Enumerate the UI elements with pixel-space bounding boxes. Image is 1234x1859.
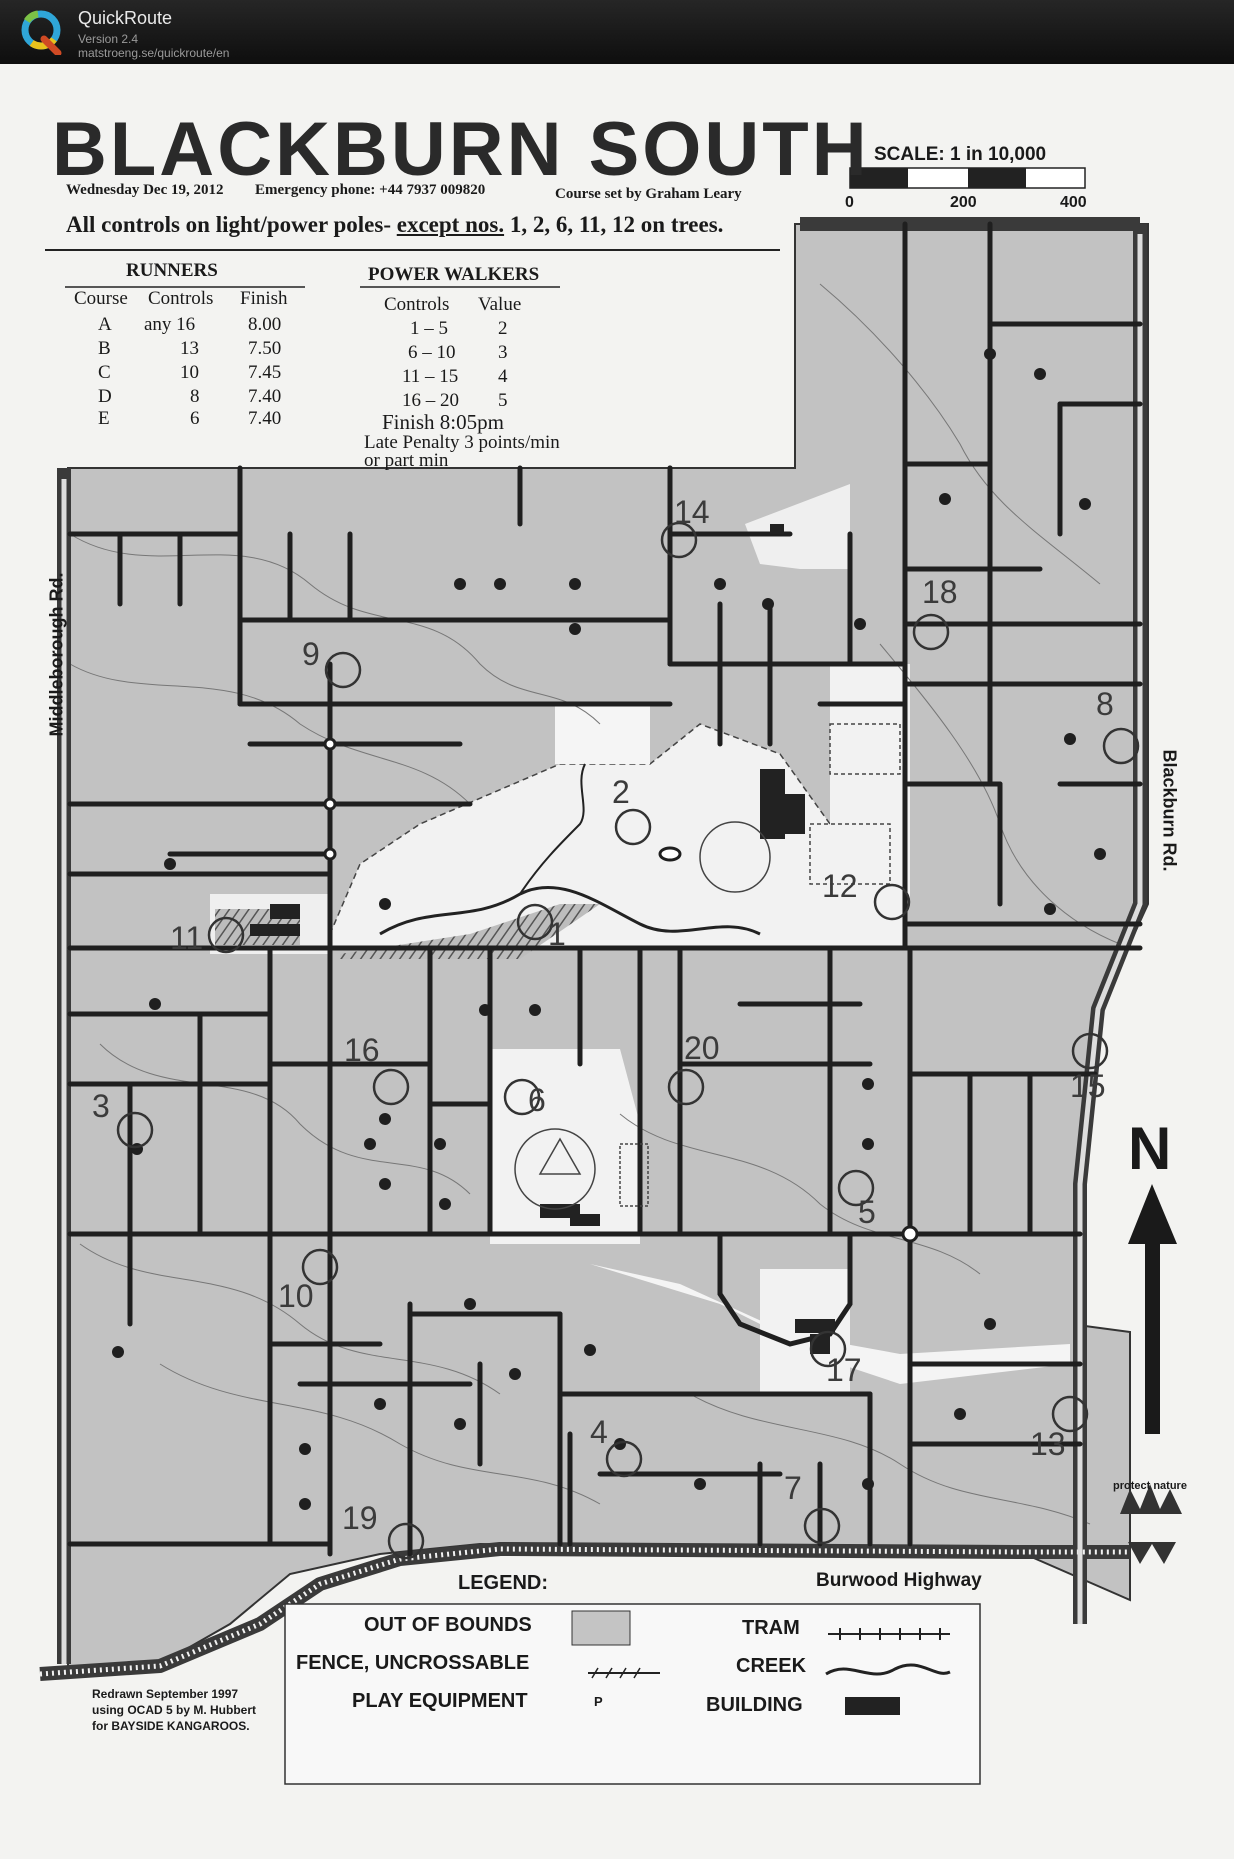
legend-title: LEGEND:	[458, 1572, 548, 1594]
walkers-controls: 1 – 5	[410, 318, 448, 339]
streets	[67, 221, 1143, 1557]
legend-play-equipment: PLAY EQUIPMENT	[352, 1690, 528, 1712]
north-arrow-icon	[1128, 1184, 1177, 1434]
walkers-controls: 6 – 10	[408, 342, 456, 363]
controls-note-post: 1, 2, 6, 11, 12 on trees.	[504, 212, 724, 237]
runners-finish: 8.00	[248, 314, 282, 335]
credit-line: for BAYSIDE KANGAROOS.	[92, 1719, 250, 1733]
course-setter: Course set by Graham Leary	[555, 186, 742, 202]
walkers-value: 2	[498, 318, 508, 339]
runners-header-controls: Controls	[148, 288, 214, 309]
control-number: 1	[548, 916, 566, 952]
runners-course: D	[98, 386, 112, 407]
runners-finish: 7.50	[248, 338, 282, 359]
runners-course: C	[98, 362, 111, 383]
scale-tick-0: 0	[845, 194, 854, 211]
protect-nature-label: protect nature	[1113, 1480, 1187, 1492]
road-label-east: Blackburn Rd.	[1159, 749, 1180, 872]
legend-tram: TRAM	[742, 1617, 800, 1639]
orienteering-map[interactable]	[0, 64, 1234, 1859]
runners-controls: 6	[190, 408, 200, 429]
runners-finish: 7.40	[248, 408, 282, 429]
north-label: N	[1128, 1115, 1172, 1182]
runners-header-course: Course	[74, 288, 128, 309]
contours	[69, 283, 1121, 1525]
road-label-west: Middleborough Rd.	[46, 572, 67, 737]
control-number: 6	[528, 1082, 546, 1118]
control-number: 4	[590, 1414, 608, 1450]
buildings	[250, 524, 835, 1354]
late-penalty: Late Penalty 3 points/min	[364, 432, 560, 453]
control-number: 5	[858, 1194, 876, 1230]
control-number: 14	[674, 494, 710, 530]
runners-controls: 8	[190, 386, 200, 407]
control-number: 13	[1030, 1426, 1066, 1462]
scale-bar	[849, 167, 1086, 189]
cul-de-sacs	[112, 348, 1106, 1510]
control-number: 11	[170, 920, 204, 956]
control-number: 8	[1096, 686, 1114, 722]
control-number: 15	[1070, 1068, 1106, 1104]
control-number: 9	[302, 636, 320, 672]
runners-course: E	[98, 408, 110, 429]
controls-note-except: except nos.	[396, 212, 505, 237]
quickroute-logo-icon	[21, 10, 62, 55]
runners-controls: 13	[180, 338, 199, 359]
control-number: 7	[784, 1470, 802, 1506]
scale-label: SCALE: 1 in 10,000	[874, 144, 1047, 165]
credit-line: using OCAD 5 by M. Hubbert	[92, 1703, 257, 1717]
walkers-value: 4	[498, 366, 508, 387]
walkers-title: POWER WALKERS	[368, 264, 540, 285]
scale-tick-200: 200	[950, 194, 977, 211]
app-name: QuickRoute	[78, 8, 173, 28]
runners-header-finish: Finish	[240, 288, 288, 309]
runners-course: B	[98, 338, 111, 359]
runners-controls: any 16	[144, 314, 196, 335]
runners-title: RUNNERS	[126, 260, 218, 281]
walkers-value: 5	[498, 390, 508, 411]
walkers-controls: 11 – 15	[402, 366, 459, 387]
controls-note: All controls on light/power poles- excep…	[66, 212, 723, 238]
late-penalty-cont: or part min	[364, 450, 449, 471]
runners-finish: 7.45	[248, 362, 282, 383]
control-circles	[116, 521, 1140, 1560]
app-titlebar: QuickRoute Version 2.4 matstroeng.se/qui…	[0, 0, 1234, 64]
walkers-header-value: Value	[478, 294, 522, 315]
finish-time: Finish 8:05pm	[382, 410, 504, 434]
scale-tick-400: 400	[1060, 194, 1087, 211]
walkers-controls: 16 – 20	[402, 390, 459, 411]
emergency-phone: Emergency phone: +44 7937 009820	[255, 182, 486, 198]
control-number: 10	[278, 1278, 314, 1314]
map-sheet[interactable]: BLACKBURN SOUTH SCALE: 1 in 10,000 0 200…	[0, 64, 1234, 1859]
control-number: 3	[92, 1088, 110, 1124]
walkers-header-controls: Controls	[384, 294, 450, 315]
creek	[379, 885, 761, 936]
control-number: 16	[344, 1032, 380, 1068]
app-url: matstroeng.se/quickroute/en	[78, 46, 230, 60]
control-number: 18	[922, 574, 958, 610]
control-number: 2	[612, 774, 630, 810]
legend-building: BUILDING	[706, 1694, 803, 1716]
control-number: 20	[684, 1030, 720, 1066]
runners-controls: 10	[180, 362, 199, 383]
protect-nature-icon	[1120, 1484, 1182, 1564]
legend-out-of-bounds: OUT OF BOUNDS	[364, 1614, 532, 1636]
app-version: Version 2.4	[78, 32, 139, 46]
event-date: Wednesday Dec 19, 2012	[66, 182, 224, 198]
road-label-south: Burwood Highway	[816, 1570, 982, 1591]
map-credit: Redrawn September 1997 using OCAD 5 by M…	[92, 1686, 256, 1734]
control-number: 19	[342, 1500, 378, 1536]
control-number: 17	[826, 1352, 862, 1388]
legend-creek: CREEK	[736, 1655, 807, 1677]
map-title: BLACKBURN SOUTH	[52, 107, 870, 192]
controls-note-pre: All controls on light/power poles-	[66, 212, 397, 237]
credit-line: Redrawn September 1997	[92, 1687, 239, 1701]
walkers-value: 3	[498, 342, 508, 363]
legend-play-symbol: P	[594, 1694, 603, 1709]
control-number: 12	[822, 868, 858, 904]
runners-finish: 7.40	[248, 386, 282, 407]
runners-course: A	[98, 314, 112, 335]
legend-fence: FENCE, UNCROSSABLE	[296, 1652, 530, 1674]
